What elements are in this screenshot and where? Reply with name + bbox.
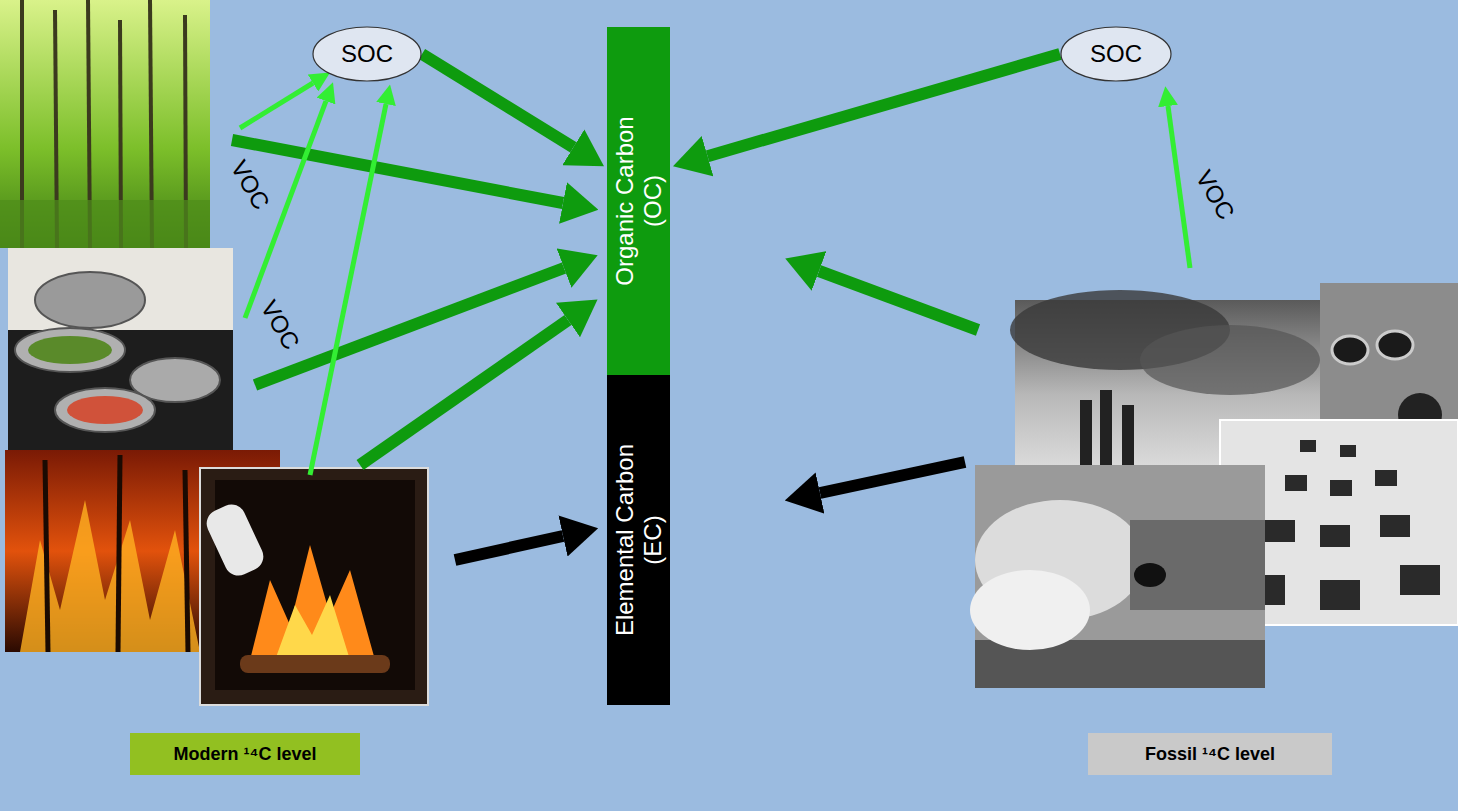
node-text: Modern ¹⁴C level xyxy=(174,744,317,765)
node-text: Fossil ¹⁴C level xyxy=(1145,744,1275,765)
exhaust-smoke-photo xyxy=(970,465,1265,688)
soc-ellipse: SOC xyxy=(312,26,422,82)
carbon-bar: Organic Carbon (OC) xyxy=(607,27,670,375)
flow-arrow xyxy=(422,54,573,147)
fireplace-photo xyxy=(200,468,428,705)
voc-label: VOC xyxy=(1190,165,1240,224)
cooking-photo xyxy=(8,248,233,450)
carbon-bar: Elemental Carbon (EC) xyxy=(607,375,670,705)
level-box: Fossil ¹⁴C level xyxy=(1088,733,1332,775)
voc-label: VOC xyxy=(255,295,305,354)
node-text: Organic Carbon (OC) xyxy=(611,109,666,294)
exhaust-pipe-photo xyxy=(1320,283,1458,440)
node-text: Elemental Carbon (EC) xyxy=(611,438,666,643)
forest-photo xyxy=(0,0,210,248)
flow-arrow xyxy=(708,54,1060,156)
soc-ellipse: SOC xyxy=(1060,26,1172,82)
node-text: SOC xyxy=(341,40,393,68)
node-text: SOC xyxy=(1090,40,1142,68)
voc-label: VOC xyxy=(225,155,275,214)
level-box: Modern ¹⁴C level xyxy=(130,733,360,775)
